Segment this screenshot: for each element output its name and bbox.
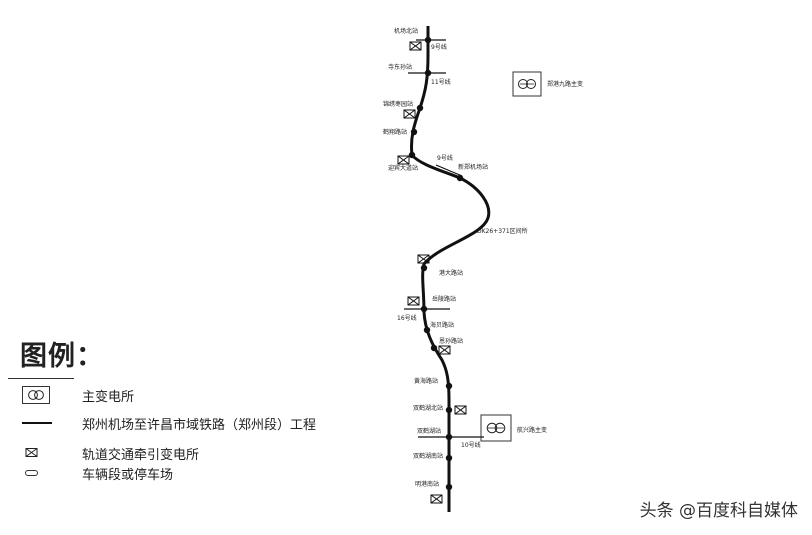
station-dots (408, 36, 464, 491)
traction-substation-icon (438, 345, 451, 355)
station-label: 恩孙路站 (439, 337, 463, 345)
station-dot (416, 104, 424, 112)
station-label: 机场北站 (394, 27, 418, 35)
station-label: 明港南站 (415, 480, 439, 488)
legend-item-depot: 车辆段或停车场 (22, 463, 173, 483)
main-substation-icon (512, 71, 542, 97)
legend-divider (8, 378, 74, 379)
traction-substation-icon (409, 41, 422, 51)
main-substation-icon (480, 414, 512, 442)
traction-substation-icon (407, 296, 420, 306)
station-dot (423, 326, 431, 334)
depot-icon (25, 470, 38, 476)
watermark: 头条 @百度科自媒体 (639, 501, 798, 521)
legend-label: 车辆段或停车场 (82, 467, 174, 483)
station-dot (424, 36, 432, 44)
traction-substation-icon (397, 155, 410, 165)
station-label: 港大路站 (439, 269, 463, 277)
station-label: 海贝路站 (430, 321, 454, 329)
station-dot (445, 454, 453, 462)
traction-substation-icon (403, 109, 416, 119)
legend-item-traction-substation: 轨道交通牵引变电所 (22, 443, 199, 463)
legend-label: 轨道交通牵引变电所 (82, 447, 200, 463)
transfer-line-label: 9号线 (437, 154, 453, 162)
main-substation-zhenggang (512, 71, 542, 97)
station-label: 黄海路站 (414, 377, 438, 385)
transfer-line-label: 11号线 (431, 78, 451, 86)
traction-substation-icon (25, 448, 38, 457)
legend-label: 郑州机场至许昌市域铁路（郑州段）工程 (82, 417, 317, 433)
main-substation-label: 航兴路主变 (517, 426, 547, 434)
transfer-line-label: 16号线 (397, 314, 417, 322)
station-label: 双鹤湖北站 (413, 404, 443, 412)
transfer-line-label: 10号线 (461, 441, 481, 449)
legend-item-line: 郑州机场至许昌市域铁路（郑州段）工程 (22, 413, 316, 433)
station-dot (445, 483, 453, 491)
station-dot (445, 406, 453, 414)
station-dot (408, 151, 416, 159)
station-label: 寺东孙站 (388, 63, 412, 71)
station-dot (410, 128, 418, 136)
traction-substation-icon (454, 405, 467, 415)
traction-substation-icon (417, 254, 430, 264)
station-label: 双鹤湖站 (417, 427, 441, 435)
main-substation-hangxing (480, 414, 512, 442)
legend-title: 图例： (20, 341, 104, 372)
station-dot (445, 433, 453, 441)
station-label: 岳陵路站 (432, 295, 456, 303)
legend-item-main-substation: 主变电所 (22, 385, 134, 405)
station-dot (445, 382, 453, 390)
legend-label: 主变电所 (82, 389, 135, 405)
station-dot (430, 344, 438, 352)
transfer-line-label: 9号线 (431, 43, 447, 51)
station-dot (420, 264, 428, 272)
station-dot (424, 69, 432, 77)
section-post-label: DK26+371区间所 (477, 227, 528, 235)
station-label: 锦绣枣园站 (383, 100, 413, 108)
traction-substation-icon (430, 494, 443, 504)
main-substation-icon (22, 386, 50, 404)
station-dot (420, 305, 428, 313)
line-icon (22, 422, 52, 424)
main-substation-label: 郑港九路主变 (547, 80, 583, 88)
station-label: 迎宾大道站 (388, 164, 418, 172)
transfer-line-9-south (435, 164, 463, 177)
station-label: 双鹤湖南站 (413, 452, 443, 460)
traction-substation-icons (397, 41, 467, 504)
station-dot (456, 174, 464, 182)
station-label: 新郑机场站 (458, 163, 488, 171)
station-label: 鹤翔路站 (383, 128, 407, 136)
